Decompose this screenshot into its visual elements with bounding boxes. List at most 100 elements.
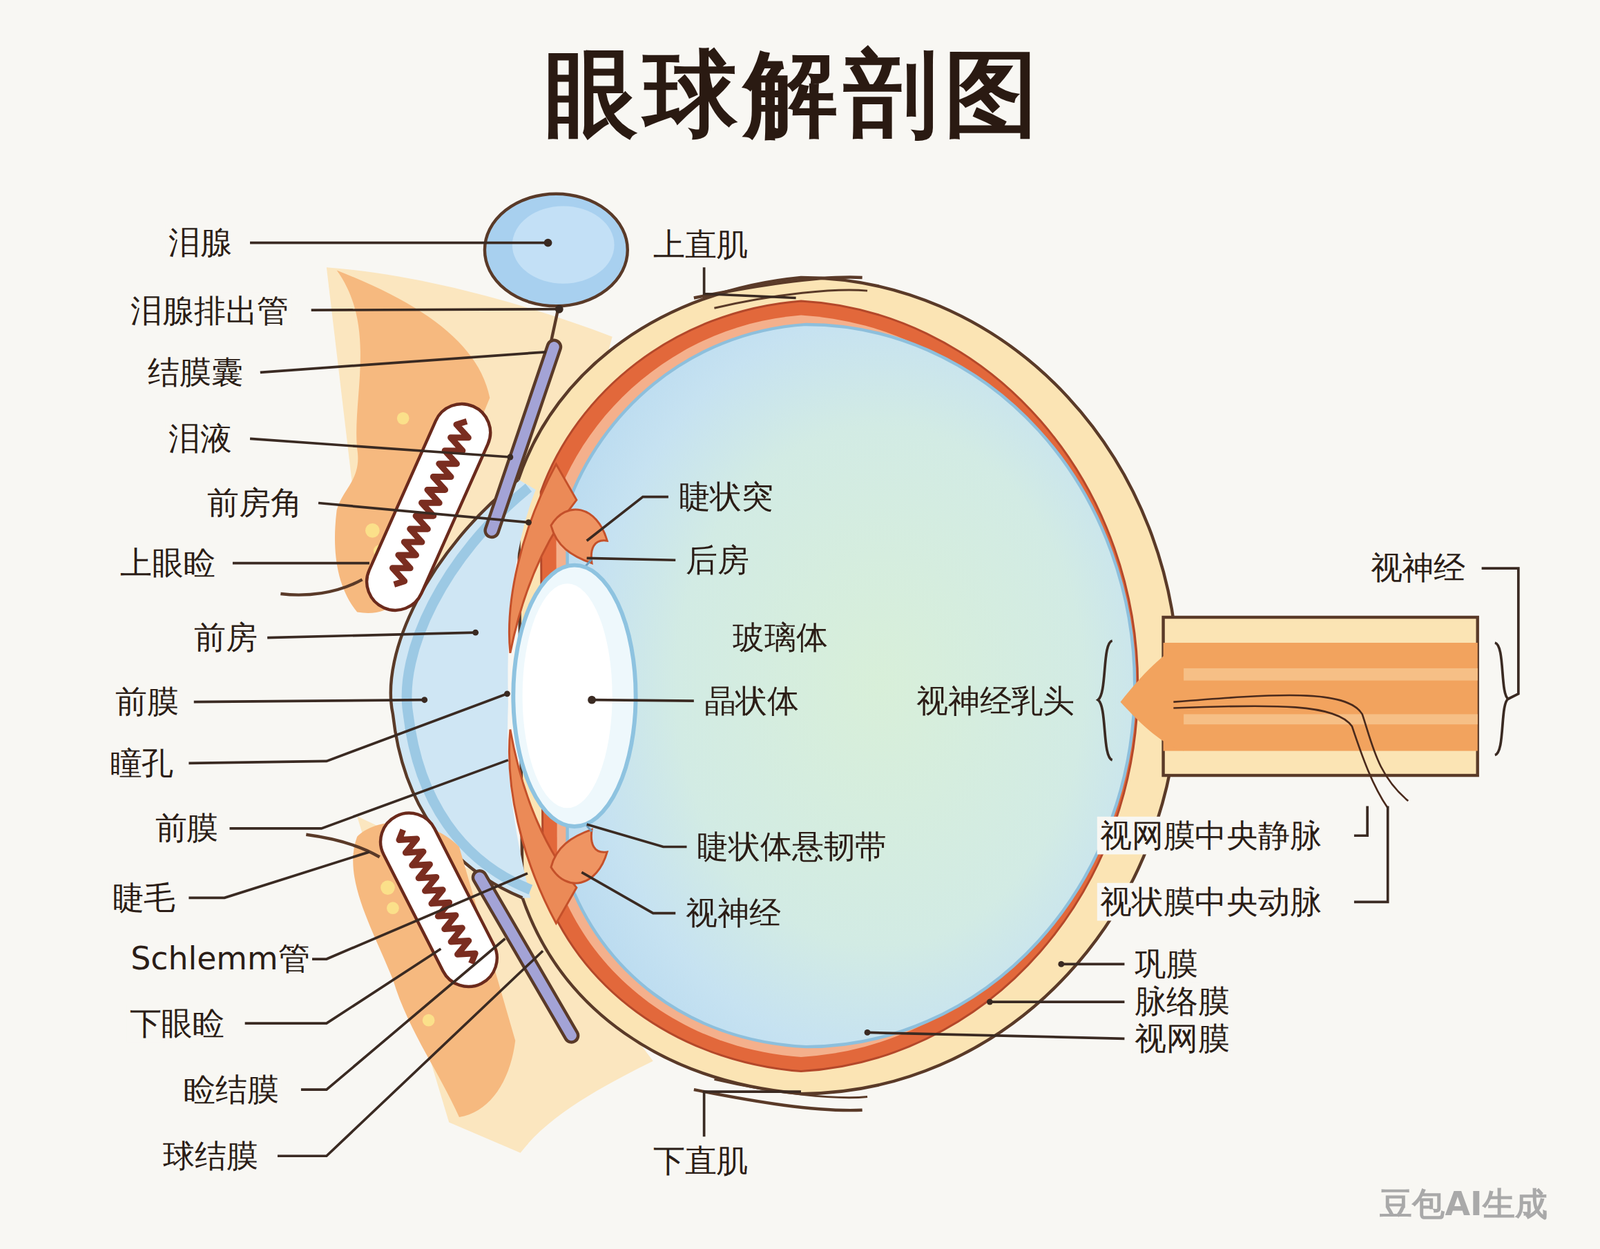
part-label: 前膜 — [151, 809, 221, 848]
bracket — [1495, 642, 1509, 756]
leader-line — [989, 1000, 1125, 1004]
leader-line — [249, 438, 511, 458]
conjunctival-sac — [491, 346, 554, 531]
leader-line — [249, 241, 548, 245]
part-label: 视神经 — [1367, 549, 1469, 588]
leader-line — [1354, 805, 1368, 836]
conjunctival-sac — [479, 877, 572, 1036]
tarsal-gland — [357, 394, 500, 620]
optic-nerve — [1120, 617, 1478, 808]
leader-line — [260, 352, 547, 373]
eyelids — [280, 270, 516, 1118]
part-label: 上直肌 — [649, 225, 751, 264]
lacrimal-gland — [484, 194, 628, 307]
lens — [522, 583, 613, 808]
part-label: 脉络膜 — [1131, 983, 1233, 1022]
tarsal-gland — [357, 394, 500, 620]
part-label: 视网膜 — [1131, 1019, 1233, 1058]
eyelids — [280, 579, 362, 595]
part-label: 泪液 — [165, 419, 235, 458]
optic-nerve — [1173, 695, 1409, 802]
leader-line — [1061, 963, 1125, 967]
leader-dot — [506, 454, 514, 461]
part-label: 泪腺排出管 — [127, 292, 293, 331]
lens — [513, 565, 636, 827]
part-label: 睫状体悬韧带 — [694, 827, 891, 866]
part-label: 视状膜中央动脉 — [1097, 883, 1326, 922]
leader-line — [232, 562, 370, 565]
part-label: 视网膜中央静脉 — [1097, 816, 1326, 855]
eyelids — [386, 901, 400, 915]
leader-dot — [544, 238, 553, 248]
leader-line — [586, 557, 677, 561]
part-label: 后房 — [682, 541, 753, 580]
leader-line — [704, 1091, 802, 1137]
extraocular-muscle — [694, 277, 868, 1112]
leader-dot — [504, 690, 511, 697]
leader-line — [704, 267, 797, 298]
part-label: 球结膜 — [160, 1137, 262, 1176]
part-label: 睫毛 — [109, 879, 179, 918]
leader-line — [311, 309, 560, 311]
part-label: 前房角 — [204, 484, 306, 523]
leader-dot — [864, 1029, 871, 1036]
conjunctival-sac — [491, 346, 554, 531]
leader-dot — [421, 238, 1065, 1036]
leader-line — [591, 700, 695, 701]
leader-dot — [472, 629, 479, 636]
leader-dot — [986, 999, 994, 1006]
leader-line — [297, 873, 527, 960]
eyelids — [380, 880, 395, 895]
part-label: 视神经 — [682, 894, 784, 933]
part-label: 泪腺 — [165, 223, 235, 262]
part-label: 睫状突 — [675, 477, 777, 516]
part-label: 结膜囊 — [145, 353, 246, 392]
watermark: 豆包AI生成 — [1376, 1184, 1551, 1224]
optic-nerve — [1163, 714, 1478, 725]
conjunctival-sac — [479, 346, 572, 1036]
lacrimal-gland — [484, 194, 628, 342]
part-label: 下直肌 — [649, 1142, 751, 1181]
part-label: 玻璃体 — [729, 618, 831, 657]
part-label: 视神经乳头 — [913, 682, 1078, 721]
part-label: 巩膜 — [1131, 945, 1201, 984]
optic-nerve — [1120, 642, 1185, 752]
leader-line — [1354, 805, 1389, 902]
optic-nerve — [1163, 668, 1478, 681]
leader-line — [1481, 568, 1519, 699]
eyelids — [365, 523, 380, 538]
leader-dot — [555, 305, 564, 314]
leader-line — [586, 497, 669, 542]
title: 眼球解剖图 — [544, 38, 1045, 152]
part-label: 前房 — [190, 618, 260, 657]
part-label: Schlemm管 — [127, 940, 313, 979]
ciliary-body — [551, 509, 607, 564]
bracket — [1097, 640, 1509, 761]
lacrimal-gland — [512, 205, 615, 284]
extraocular-muscle — [714, 290, 868, 308]
leader-line — [318, 503, 529, 523]
part-label: 上眼睑 — [117, 544, 219, 583]
tarsal-gland — [386, 417, 475, 588]
leader-dot — [421, 696, 428, 703]
part-label: 前膜 — [112, 682, 182, 721]
leader-dot — [587, 696, 596, 705]
part-label: 瞳孔 — [107, 744, 177, 783]
part-label: 下眼睑 — [126, 1004, 228, 1043]
leader-line — [229, 760, 508, 829]
part-label: 晶状体 — [700, 682, 802, 721]
conjunctival-sac — [479, 877, 572, 1036]
leader-dot — [1057, 961, 1065, 968]
lens — [513, 565, 636, 827]
tarsal-gland — [395, 826, 479, 968]
ciliary-body — [551, 829, 607, 884]
optic-nerve — [1173, 706, 1388, 809]
eye-wall — [567, 324, 1136, 1047]
leader-line — [267, 632, 476, 638]
part-label: 睑结膜 — [180, 1071, 282, 1110]
extraocular-muscle — [714, 1079, 868, 1098]
leader-line — [586, 824, 688, 848]
leader-line — [188, 852, 370, 898]
leader-line — [188, 694, 507, 764]
